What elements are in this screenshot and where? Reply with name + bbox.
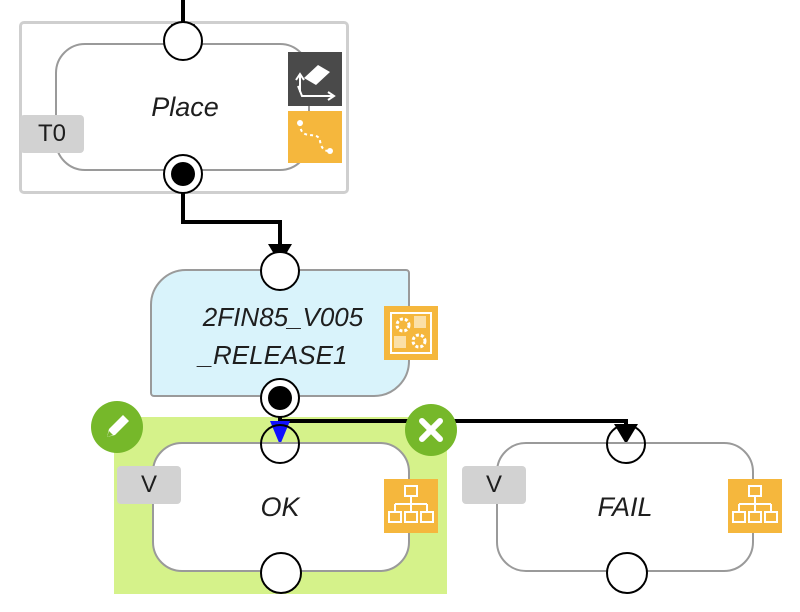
gears-icon[interactable] bbox=[384, 306, 438, 360]
move-tool-icon[interactable] bbox=[288, 52, 342, 106]
place-output-port[interactable] bbox=[163, 154, 203, 194]
ok-tag: V bbox=[117, 466, 181, 504]
close-icon bbox=[419, 418, 443, 442]
release-output-port[interactable] bbox=[260, 378, 300, 418]
pencil-icon bbox=[107, 415, 129, 437]
hierarchy-icon[interactable] bbox=[384, 479, 438, 533]
place-input-port[interactable] bbox=[163, 21, 203, 61]
release-label-line1: 2FIN85_V005 bbox=[202, 302, 364, 332]
ok-input-port[interactable] bbox=[260, 424, 300, 464]
fail-tag: V bbox=[462, 466, 526, 504]
delete-button[interactable] bbox=[405, 404, 457, 456]
release-input-port[interactable] bbox=[260, 251, 300, 291]
ok-label: OK bbox=[260, 492, 300, 522]
place-label: Place bbox=[151, 92, 219, 122]
place-tag: T0 bbox=[20, 115, 84, 153]
hierarchy-icon[interactable] bbox=[728, 479, 782, 533]
release-label-line2: _RELEASE1 bbox=[198, 340, 348, 370]
fail-input-port[interactable] bbox=[606, 424, 646, 464]
wire-place-release bbox=[181, 178, 282, 250]
fail-output-port[interactable] bbox=[606, 552, 648, 594]
edit-button[interactable] bbox=[91, 401, 143, 453]
fail-label: FAIL bbox=[597, 492, 653, 522]
ok-output-port[interactable] bbox=[260, 552, 302, 594]
place-node[interactable] bbox=[55, 43, 310, 171]
path-icon[interactable] bbox=[288, 111, 342, 163]
